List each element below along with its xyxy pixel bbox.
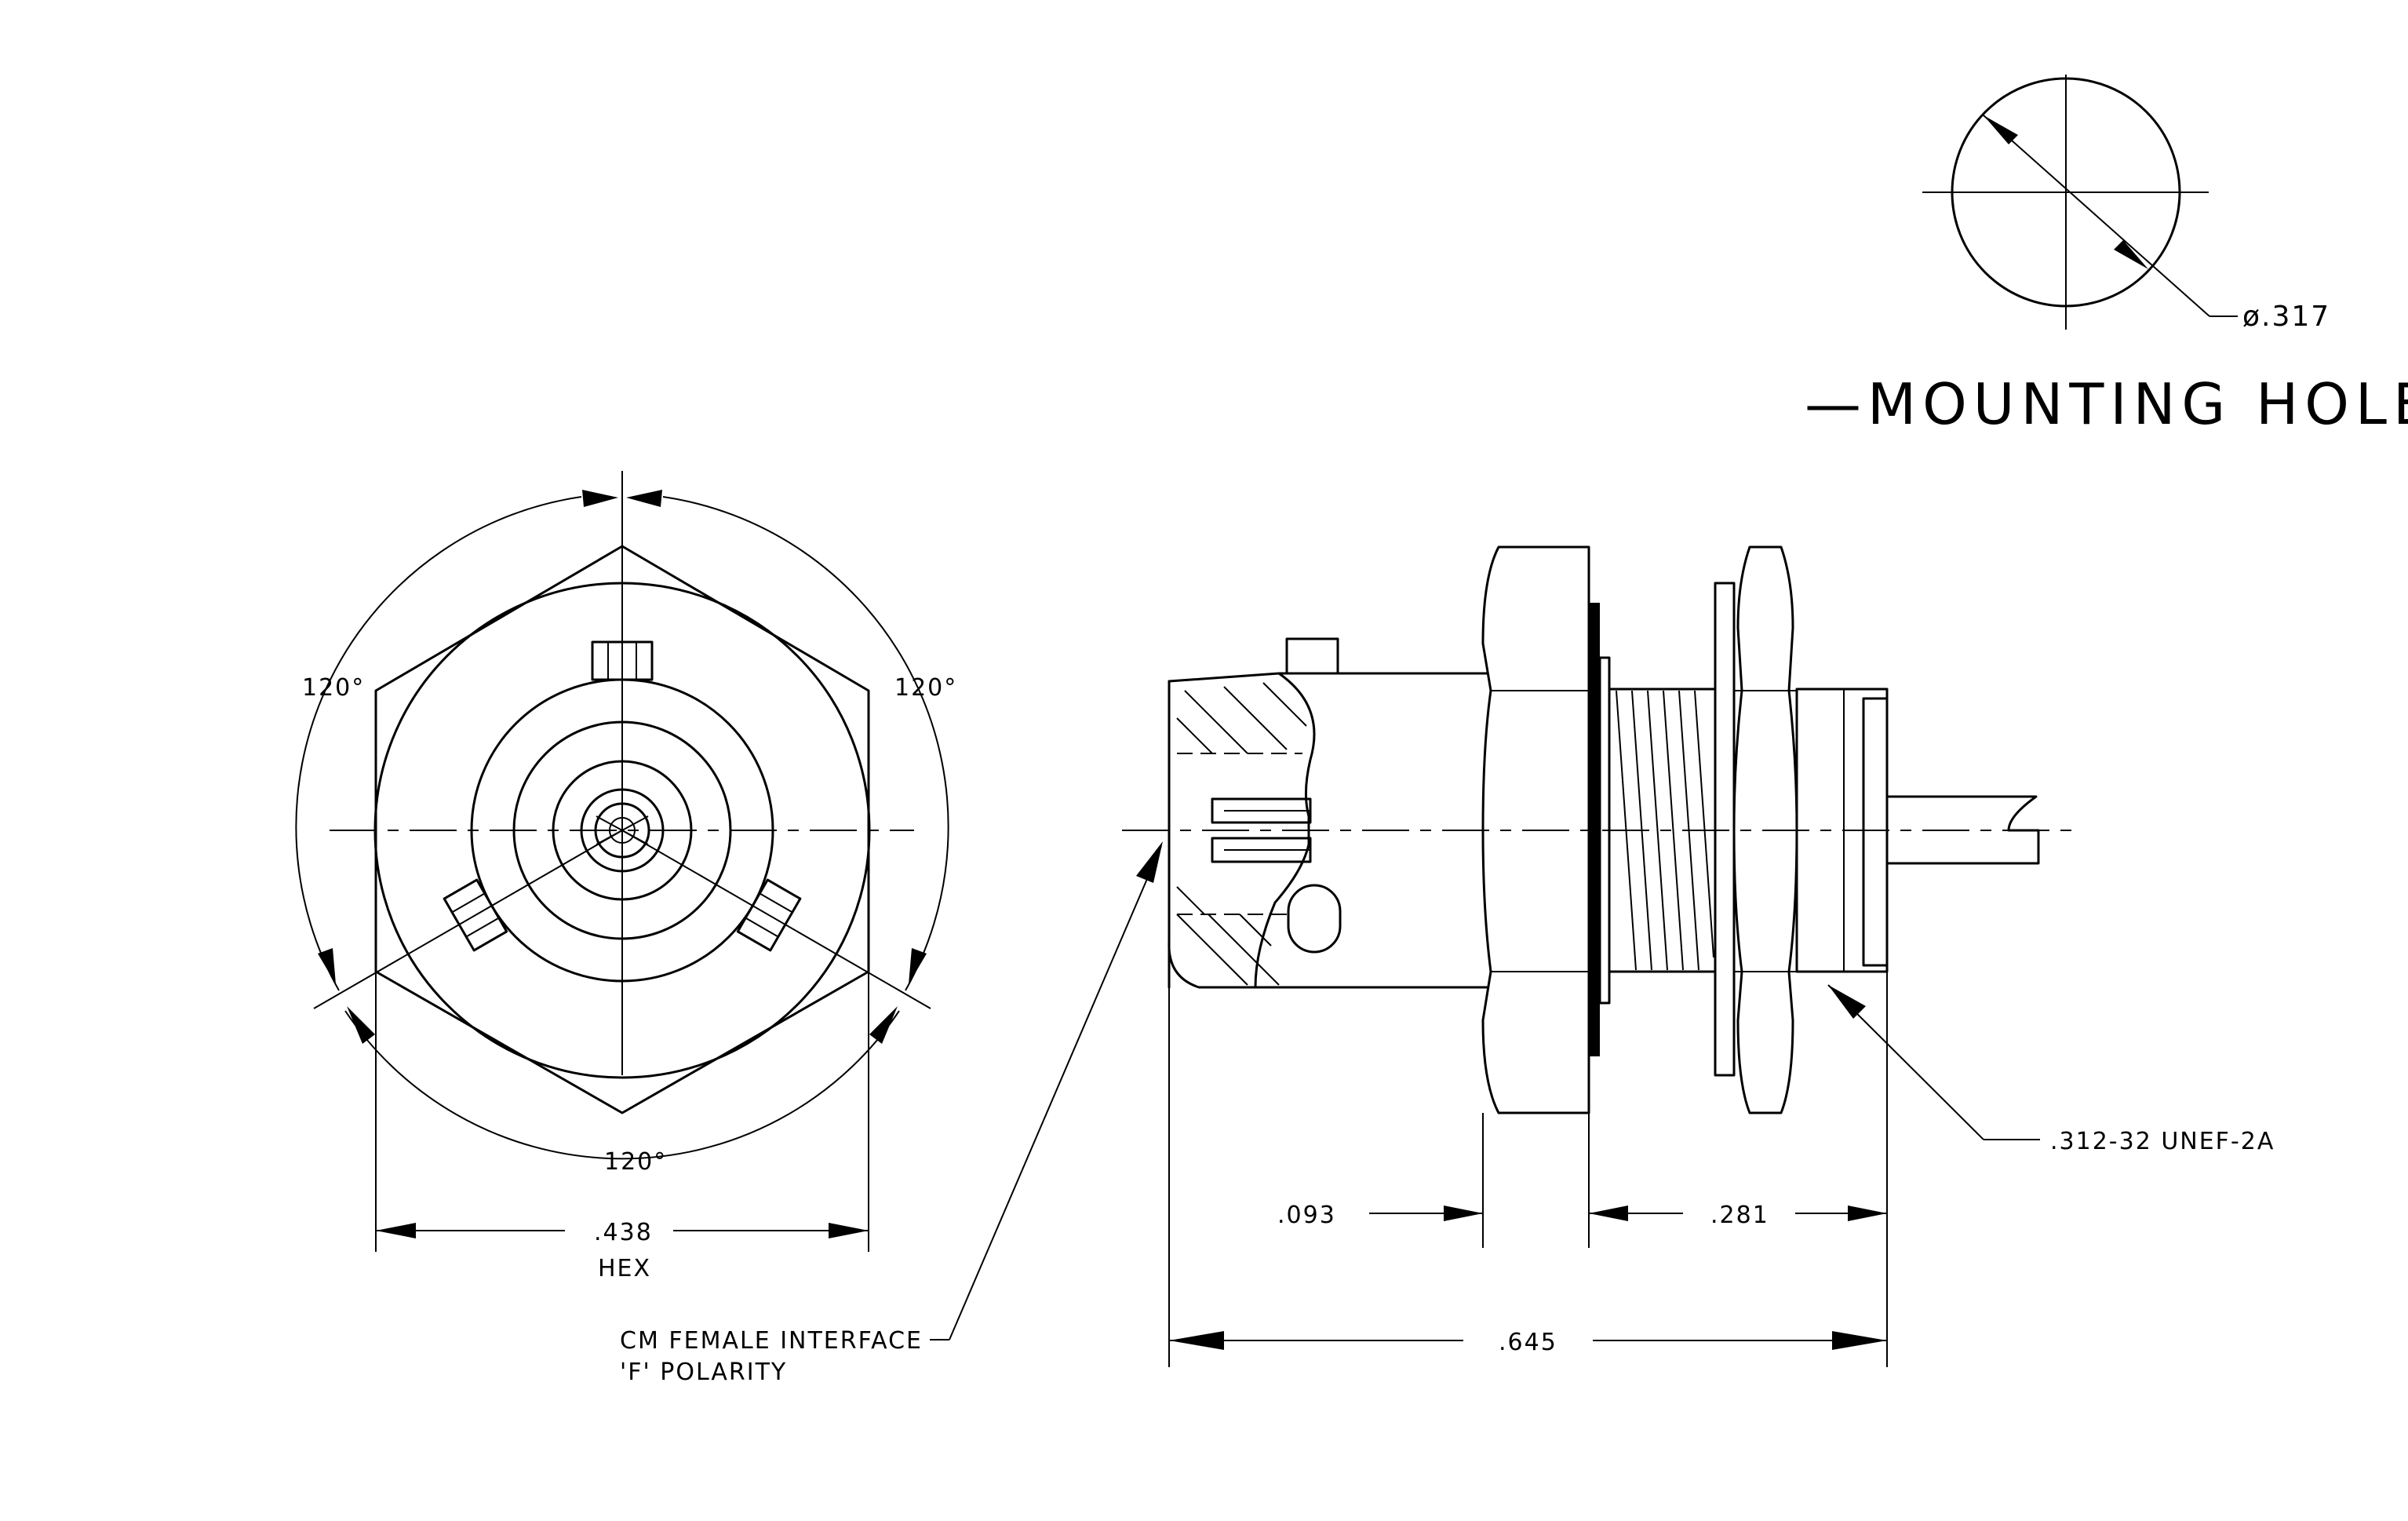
diameter-leader (1983, 115, 2210, 317)
hex-label: HEX (598, 1255, 651, 1282)
hex-nut (1732, 545, 1798, 1114)
hex-dimension: .438 (594, 1219, 653, 1246)
interface-label-line2: 'F' POLARITY (620, 1359, 787, 1386)
hex-flange (1481, 545, 1590, 1114)
thread-spec: .312-32 UNEF-2A (2050, 1128, 2275, 1155)
angle-bottom-label: 120° (604, 1148, 667, 1176)
mounting-hole-detail: ø.317 —MOUNTING HOLE— (1805, 75, 2408, 437)
mounting-hole-title: —MOUNTING HOLE— (1805, 371, 2408, 437)
angle-right-label: 120° (894, 674, 957, 702)
front-view: 120° 120° 120° .438 HEX (295, 471, 957, 1282)
bayonet-lug (1285, 637, 1339, 675)
mounting-hole-diameter: ø.317 (2242, 301, 2330, 333)
dim-281: .281 (1710, 1202, 1769, 1229)
side-view: .093 .281 .645 .312-32 UNEF-2A CM FEMALE… (620, 545, 2275, 1386)
lock-washer (1714, 582, 1736, 1077)
gasket (1589, 603, 1600, 1056)
angle-left-label: 120° (302, 674, 365, 702)
solder-cup (1885, 795, 2040, 865)
interface-label-line1: CM FEMALE INTERFACE (620, 1327, 923, 1355)
angle-arc-right (662, 496, 949, 991)
angle-arc-left (295, 496, 582, 991)
dim-093: .093 (1277, 1202, 1336, 1229)
hex-outline (374, 545, 870, 1114)
interface-leader (949, 845, 1162, 1340)
bayonet-stud (1287, 884, 1342, 954)
dim-645: .645 (1499, 1329, 1557, 1356)
angle-arc-bottom (344, 1010, 900, 1160)
bayonet-body (1168, 672, 1316, 989)
